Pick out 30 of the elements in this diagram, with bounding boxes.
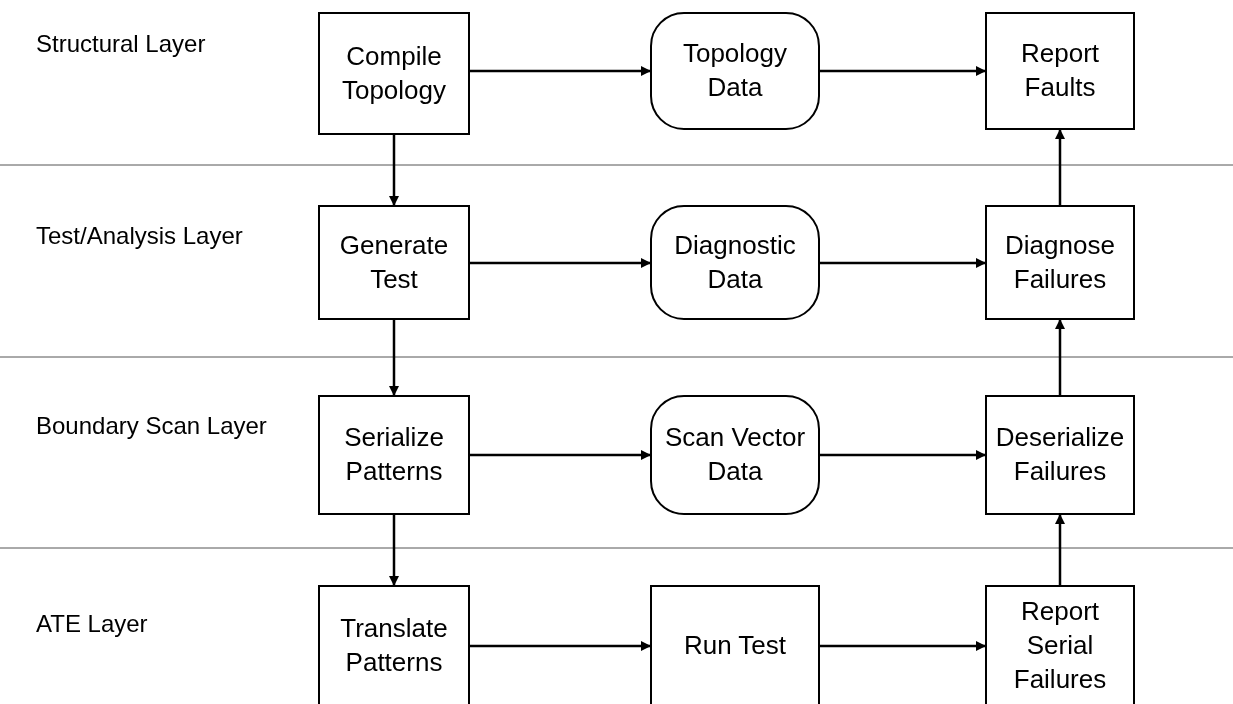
layer-label: Boundary Scan Layer — [36, 412, 268, 441]
process-box: Compile Topology — [318, 12, 470, 135]
process-box: Translate Patterns — [318, 585, 470, 704]
arrow — [470, 258, 651, 268]
process-box: Generate Test — [318, 205, 470, 320]
layer-label: Test/Analysis Layer — [36, 222, 244, 251]
arrow — [389, 515, 399, 586]
arrow — [1055, 129, 1065, 205]
arrow — [470, 66, 651, 76]
data-store-box: Scan Vector Data — [650, 395, 820, 515]
arrow — [820, 66, 986, 76]
arrow — [389, 320, 399, 396]
process-box: Serialize Patterns — [318, 395, 470, 515]
process-box: Run Test — [650, 585, 820, 704]
arrow — [1055, 319, 1065, 395]
data-store-box: Diagnostic Data — [650, 205, 820, 320]
arrow — [1055, 514, 1065, 585]
arrow — [820, 641, 986, 651]
arrow — [389, 135, 399, 206]
data-store-box: Topology Data — [650, 12, 820, 130]
process-box: Deserialize Failures — [985, 395, 1135, 515]
layer-label: ATE Layer — [36, 610, 149, 639]
arrow — [470, 450, 651, 460]
process-box: Report Serial Failures — [985, 585, 1135, 704]
process-box: Diagnose Failures — [985, 205, 1135, 320]
arrow — [820, 450, 986, 460]
layer-label: Structural Layer — [36, 30, 207, 59]
arrow — [820, 258, 986, 268]
process-box: Report Faults — [985, 12, 1135, 130]
arrow — [470, 641, 651, 651]
